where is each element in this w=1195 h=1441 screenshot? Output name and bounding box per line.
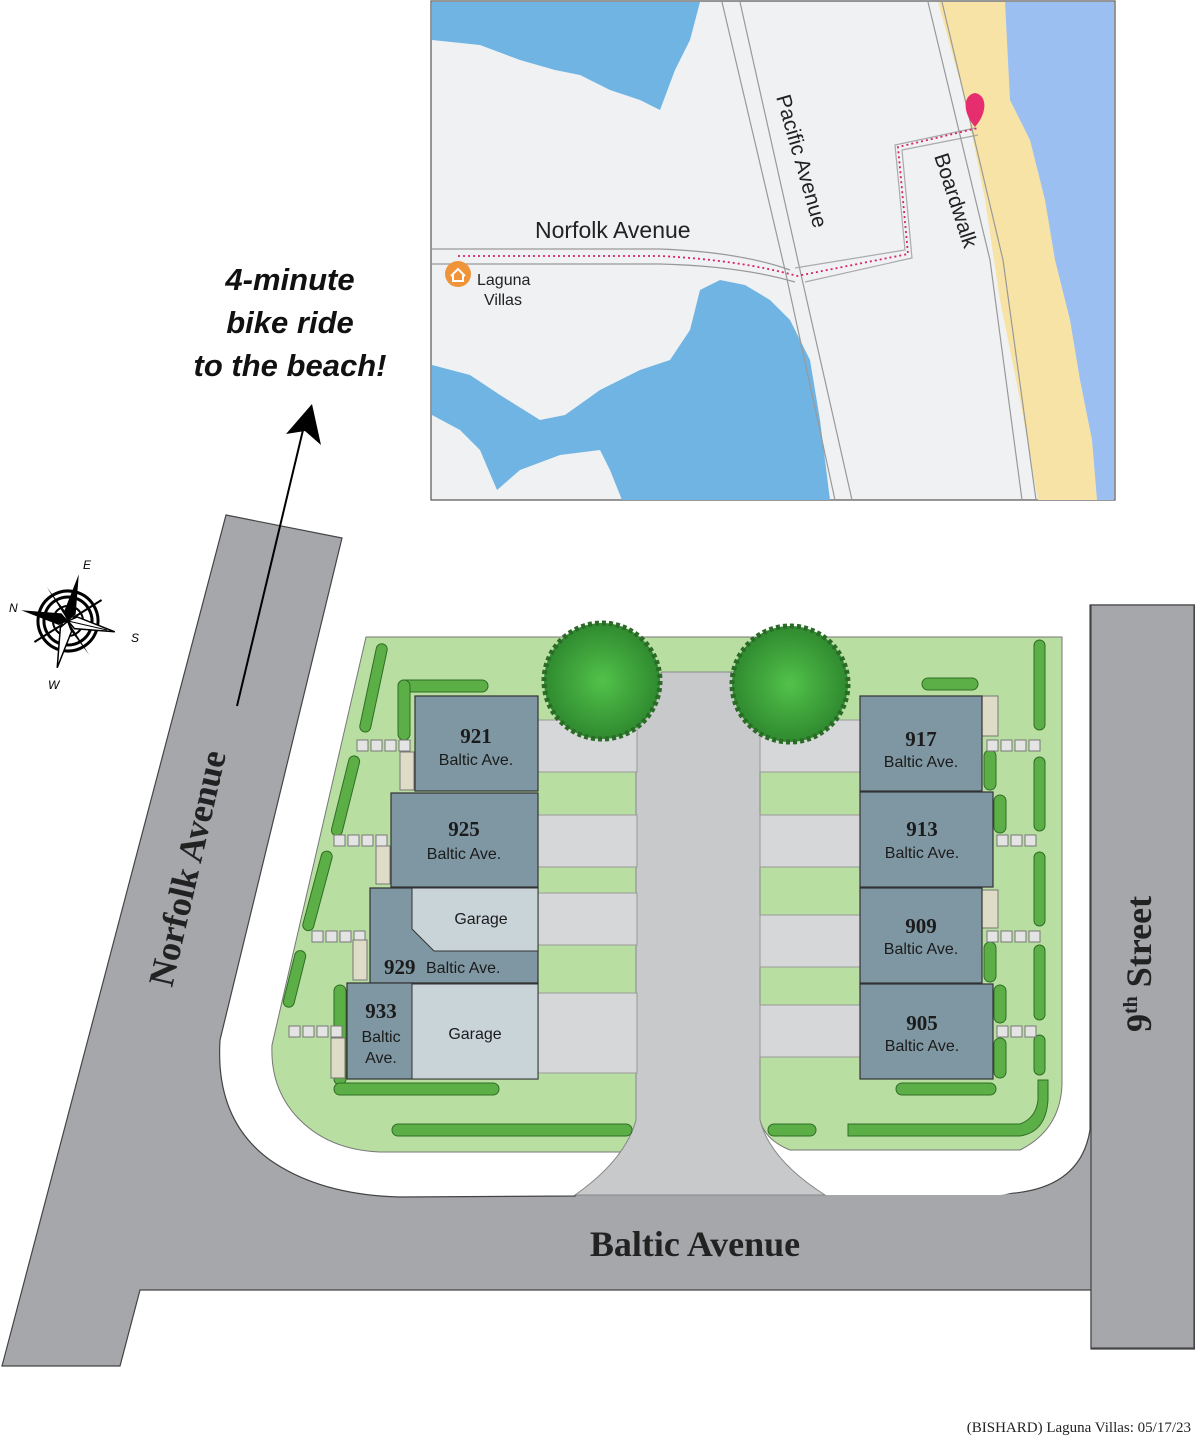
arrow-up-icon (286, 404, 321, 445)
garage-933-label: Garage (448, 1026, 501, 1043)
ocean-water (1005, 2, 1114, 500)
ac-pads (288, 695, 1041, 1079)
baltic-road-label: Baltic Avenue (590, 1224, 800, 1264)
beach-pin-icon (965, 93, 985, 127)
callout-line-3: to the beach! (194, 348, 387, 383)
unit-905-number: 905 (906, 1011, 938, 1035)
unit-909-street: Baltic Ave. (884, 941, 958, 958)
inset-home-label-2: Villas (484, 292, 522, 309)
ninth-street-label: 9th Street (1119, 896, 1159, 1032)
unit-917-number: 917 (905, 727, 937, 751)
unit-913: 913 Baltic Ave. (859, 791, 994, 888)
unit-929: Garage 929 Baltic Ave. (369, 887, 539, 984)
unit-921-number: 921 (460, 724, 492, 748)
unit-909: 909 Baltic Ave. (859, 887, 983, 984)
compass-e: E (83, 558, 92, 572)
inset-norfolk-label: Norfolk Avenue (535, 217, 691, 243)
garage-929 (411, 887, 539, 952)
compass-s: S (131, 631, 139, 645)
inset-home-label-1: Laguna (477, 272, 530, 289)
unit-913-number: 913 (906, 817, 938, 841)
compass-n: N (9, 601, 18, 615)
unit-917: 917 Baltic Ave. (859, 695, 983, 792)
unit-909-number: 909 (905, 914, 937, 938)
unit-905: 905 Baltic Ave. (859, 983, 994, 1080)
ninth-street-prefix: 9 (1119, 1014, 1159, 1032)
home-icon (445, 261, 471, 287)
unit-929-street: Baltic Ave. (426, 960, 500, 977)
unit-933-street-2: Ave. (365, 1050, 397, 1067)
compass-w: W (48, 678, 61, 692)
ninth-street-road (1090, 604, 1195, 1349)
unit-925: 925 Baltic Ave. (390, 792, 539, 888)
unit-933-number: 933 (365, 999, 397, 1023)
unit-933: Garage 933 Baltic Ave. (346, 982, 539, 1080)
callout-line-2: bike ride (226, 305, 354, 340)
unit-913-street: Baltic Ave. (885, 845, 959, 862)
ninth-street-sup: th (1120, 996, 1142, 1014)
upper-bay-water (432, 2, 700, 110)
callout-arrow-line (236, 429, 304, 707)
unit-925-number: 925 (448, 817, 480, 841)
unit-917-street: Baltic Ave. (884, 754, 958, 771)
callout-line-1: 4-minute (224, 262, 354, 297)
bike-ride-callout: 4-minute bike ride to the beach! (194, 262, 387, 707)
unit-905-street: Baltic Ave. (885, 1038, 959, 1055)
compass-rose-icon (21, 574, 116, 669)
lower-bay-water (432, 280, 830, 500)
garage-929-label: Garage (454, 911, 507, 928)
unit-929-number: 929 (384, 955, 416, 979)
beach-sand (938, 2, 1097, 500)
unit-921: 921 Baltic Ave. (414, 695, 539, 792)
unit-933-street-1: Baltic (361, 1029, 400, 1046)
roads (1, 514, 1195, 1367)
footnote: (BISHARD) Laguna Villas: 05/17/23 (967, 1420, 1191, 1436)
unit-925-street: Baltic Ave. (427, 846, 501, 863)
garage-933 (411, 983, 539, 1080)
tree-left-icon (541, 620, 663, 742)
inset-map: Norfolk Avenue Pacific Avenue Boardwalk … (430, 0, 1116, 501)
route-line (458, 127, 979, 277)
unit-921-street: Baltic Ave. (439, 752, 513, 769)
tree-right-icon (729, 623, 851, 745)
ninth-street-suffix: Street (1119, 896, 1159, 996)
parking-pads-left (536, 719, 638, 1074)
